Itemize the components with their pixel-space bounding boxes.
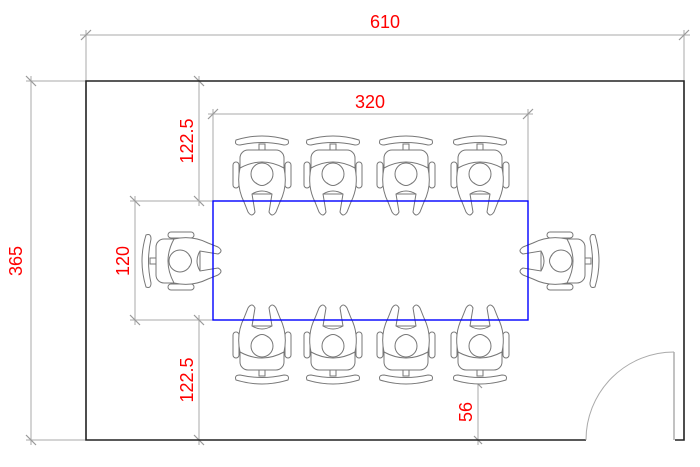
chair-with-person-right [519,231,600,291]
room-width-label: 610 [370,12,400,32]
chair-to-wall-label: 56 [456,402,476,422]
door [585,351,675,441]
dimension-clearance-top: 122.5 [177,75,205,207]
dimension-table-width: 120 [113,195,213,326]
dimension-clearance-bottom: 122.5 [177,314,205,446]
clearance-top-label: 122.5 [177,118,197,163]
chairs [141,135,600,385]
conference-table [212,200,529,321]
dimension-room-width: 610 [80,12,690,81]
room-depth-label: 365 [6,246,26,276]
table-length-label: 320 [355,92,385,112]
clearance-bottom-label: 122.5 [177,357,197,402]
chair-with-person-bottom [303,304,363,385]
chair-with-person-bottom [450,304,510,385]
table-width-label: 120 [113,246,133,276]
room-walls [85,80,685,441]
dimension-room-depth: 365 [6,75,86,446]
chair-with-person-bottom [376,304,436,385]
chair-with-person-top [450,135,510,216]
chair-with-person-top [376,135,436,216]
chair-with-person-top [303,135,363,216]
chair-with-person-top [232,135,292,216]
dimension-table-length: 320 [207,92,534,201]
dimension-chair-to-wall: 56 [456,379,483,445]
chair-with-person-left [141,231,222,291]
chair-with-person-bottom [232,304,292,385]
